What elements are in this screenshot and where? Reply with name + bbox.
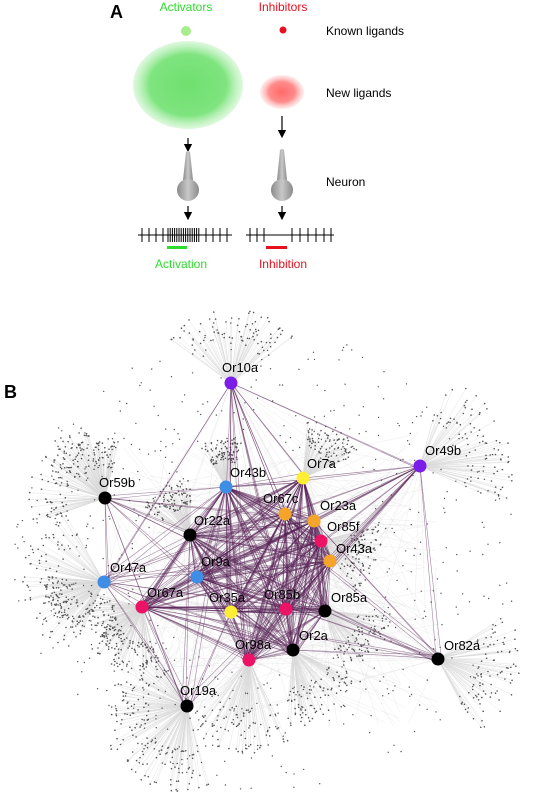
node-or85f (314, 534, 328, 548)
node-label-or2a: Or2a (299, 628, 329, 643)
node-or82a (431, 652, 445, 666)
node-or43a (323, 554, 337, 568)
known-inhibitor-dot (279, 26, 287, 34)
activation-bar (167, 246, 187, 249)
neuron-right-icon (271, 149, 293, 201)
node-or59b (98, 491, 112, 505)
node-or2a (286, 643, 300, 657)
node-or23a (307, 514, 321, 528)
node-label-or35a: Or35a (209, 590, 246, 605)
activation-label: Activation (155, 257, 207, 271)
node-label-or7a: Or7a (307, 456, 337, 471)
new-inhibitors-cloud (260, 75, 304, 109)
panel-a-label: A (110, 2, 123, 22)
node-label-or85b: Or85b (264, 587, 300, 602)
node-label-or43b: Or43b (230, 465, 266, 480)
panel-a: A Activators Inhibitors Known ligands Ne… (110, 0, 404, 271)
node-or35a (224, 605, 238, 619)
node-or85a (318, 604, 332, 618)
ligand-dots (14, 310, 520, 792)
node-or98a (242, 653, 256, 667)
node-or19a (180, 699, 194, 713)
inhibitors-title: Inhibitors (259, 0, 308, 14)
receptor-nodes (97, 376, 445, 713)
known-ligands-label: Known ligands (326, 24, 404, 38)
node-label-or59b: Or59b (99, 475, 135, 490)
node-label-or9a: Or9a (201, 554, 231, 569)
node-label-or22a: Or22a (194, 513, 231, 528)
node-label-or67a: Or67a (147, 585, 184, 600)
node-or67c (278, 507, 292, 521)
node-label-or10a: Or10a (222, 360, 259, 375)
spike-train-activation (138, 228, 232, 242)
inhibition-label: Inhibition (259, 257, 307, 271)
neuron-label: Neuron (326, 175, 365, 189)
spike-train-inhibition (246, 228, 334, 242)
neuron-left-icon (177, 151, 199, 201)
activators-title: Activators (160, 0, 213, 14)
node-or47a (97, 575, 111, 589)
node-or22a (183, 528, 197, 542)
node-label-or19a: Or19a (180, 683, 217, 698)
known-activator-dot (181, 26, 191, 36)
node-or49b (413, 459, 427, 473)
node-label-or98a: Or98a (235, 637, 272, 652)
node-label-or82a: Or82a (444, 638, 481, 653)
node-label-or43a: Or43a (336, 541, 373, 556)
node-or67a (135, 600, 149, 614)
node-or9a (190, 570, 204, 584)
node-or43b (219, 480, 233, 494)
hub-interconnections (99, 382, 443, 711)
node-or85b (279, 602, 293, 616)
node-label-or49b: Or49b (425, 443, 461, 458)
node-label-or23a: Or23a (320, 498, 357, 513)
new-ligands-label: New ligands (326, 86, 391, 100)
node-or7a (296, 471, 310, 485)
node-label-or85a: Or85a (331, 590, 368, 605)
panel-b-label: B (4, 382, 17, 402)
node-or10a (224, 376, 238, 390)
inhibition-bar (266, 246, 287, 249)
new-activators-cloud (133, 41, 243, 129)
node-label-or85f: Or85f (327, 519, 360, 534)
node-label-or67c: Or67c (263, 491, 299, 506)
node-label-or47a: Or47a (110, 560, 147, 575)
